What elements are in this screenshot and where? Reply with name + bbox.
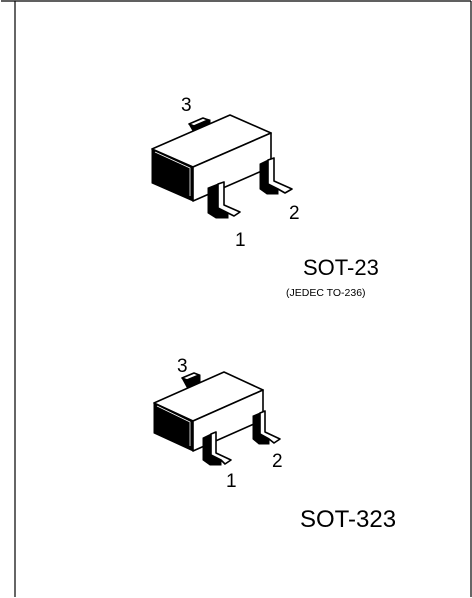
sot23-pin-2 <box>259 157 293 195</box>
sot323-pin-label-1: 1 <box>226 471 237 492</box>
sot323-package-name: SOT-323 <box>300 506 396 533</box>
sot323-pin-label-2: 2 <box>272 451 283 472</box>
sot23-pin-label-1: 1 <box>235 230 246 251</box>
sot23-package-name: SOT-23 <box>303 255 379 280</box>
sot23-package-note: (JEDEC TO-236) <box>286 287 366 299</box>
sot23-pin-1 <box>207 181 241 219</box>
sot23-package: 3 2 1 SOT-23 (JEDEC TO-236) <box>151 95 379 299</box>
sot323-package: 3 2 1 SOT-323 <box>153 356 396 533</box>
sot23-pin-label-3: 3 <box>181 95 192 116</box>
sot323-pin-1 <box>202 431 232 466</box>
sot323-pin-2 <box>252 410 281 445</box>
sot23-pin-label-2: 2 <box>289 203 300 224</box>
sot23-body <box>151 114 272 202</box>
sot323-pin-label-3: 3 <box>177 356 188 377</box>
